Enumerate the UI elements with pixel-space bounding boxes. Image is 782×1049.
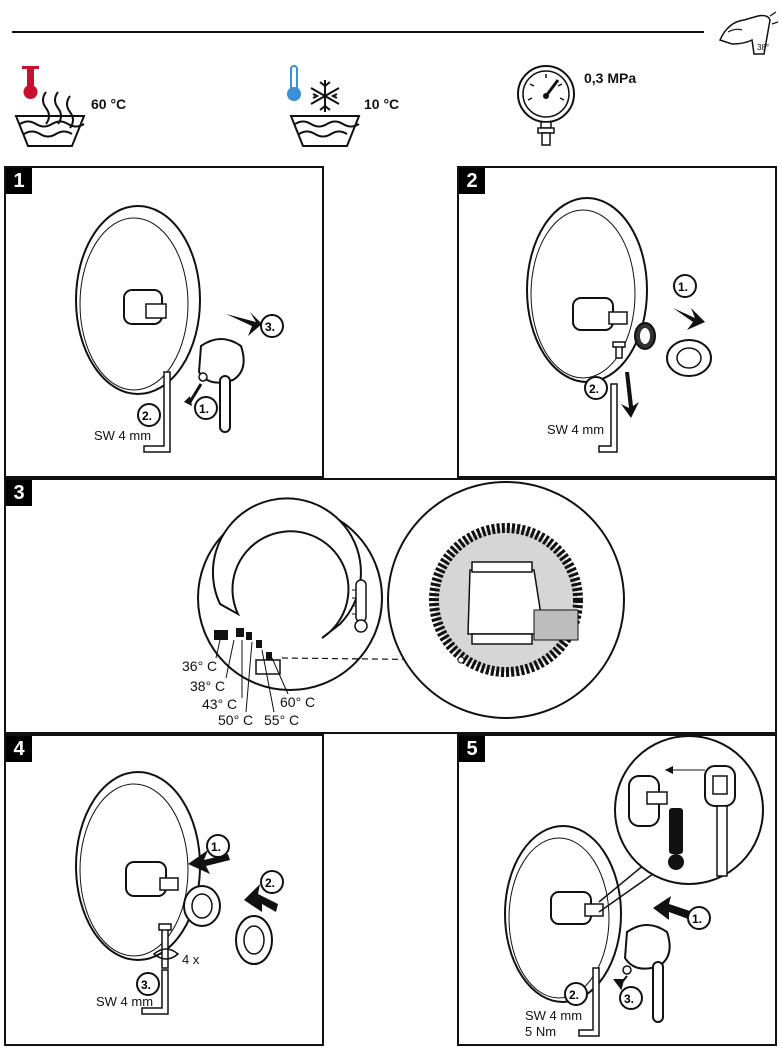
step-4-label-3: 3. (141, 978, 151, 992)
step-2-illustration: 1. 2. (526, 197, 712, 453)
step-4-number: 4 (6, 736, 32, 762)
temp-50: 50° C (218, 712, 254, 728)
temp-55: 55° C (264, 712, 300, 728)
step-1-illustration: 3. 1. 2. (75, 205, 284, 453)
pressure-label: 0,3 MPa (584, 70, 637, 86)
step-1-panel: 1 3. 1. 2. SW 4 mm (4, 166, 324, 478)
step-5-label-2: 2. (569, 988, 579, 1002)
thermometer-hand-icon: 38° (718, 10, 779, 56)
cold-temp-label: 10 °C (364, 96, 400, 112)
step-1-label-2: 2. (142, 409, 152, 423)
step-4-illustration: 1. 2. 3. (75, 771, 284, 1015)
temp-36: 36° C (182, 658, 218, 674)
step-4-count: 4 x (182, 952, 200, 967)
temp-38: 38° C (190, 678, 226, 694)
header-rule (12, 31, 704, 33)
pressure-gauge-icon (514, 64, 578, 146)
step-2-label-2: 2. (589, 382, 599, 396)
step-4-panel: 4 1. 2. 3. 4 x SW 4 mm (4, 734, 324, 1046)
step-4-tool-label: SW 4 mm (96, 994, 154, 1009)
step-5-tool-label: SW 4 mm (525, 1008, 583, 1023)
step-2-number: 2 (459, 168, 485, 194)
hot-water-icon (14, 62, 86, 148)
step-1-label-1: 1. (199, 402, 209, 416)
step-2-panel: 2 1. 2. SW 4 mm (457, 166, 777, 478)
step-1-tool-label: SW 4 mm (94, 428, 152, 443)
step-3-panel: 3 (4, 478, 777, 734)
step-5-panel: 5 1. 3. 2. SW 4 mm 5 Nm (457, 734, 777, 1046)
step-2-label-1: 1. (678, 280, 688, 294)
step-4-label-1: 1. (211, 840, 221, 854)
step-5-number: 5 (459, 736, 485, 762)
step-3-number: 3 (6, 480, 32, 506)
step-5-label-1: 1. (692, 912, 702, 926)
step-3-illustration (197, 481, 625, 719)
corner-icon-label: 38° (757, 43, 769, 52)
step-5-label-3: 3. (624, 992, 634, 1006)
step-5-illustration: 1. 3. 2. (504, 736, 764, 1037)
cold-water-icon (285, 64, 361, 148)
hot-temp-label: 60 °C (91, 96, 127, 112)
temp-60: 60° C (280, 694, 316, 710)
step-1-number: 1 (6, 168, 32, 194)
temp-43: 43° C (202, 696, 238, 712)
step-5-torque-label: 5 Nm (525, 1024, 557, 1039)
step-2-tool-label: SW 4 mm (547, 422, 605, 437)
step-4-label-2: 2. (265, 876, 275, 890)
step-1-label-3: 3. (265, 320, 275, 334)
